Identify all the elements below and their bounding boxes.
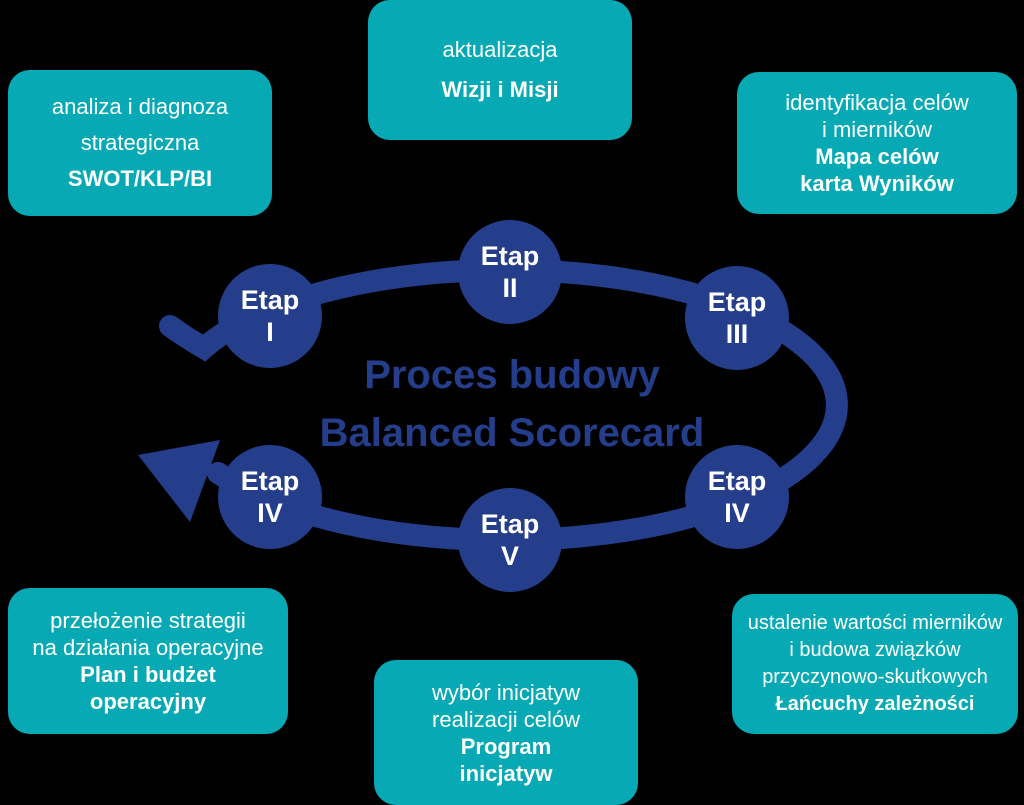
box-text-line: analiza i diagnoza xyxy=(51,94,229,119)
box-przelozenie-strategii: przełożenie strategii na działania opera… xyxy=(8,588,288,734)
diagram-title-line2: Balanced Scorecard xyxy=(319,411,705,455)
box-text-line: realizacji celów xyxy=(432,706,580,732)
stage-label: Etap xyxy=(480,241,540,271)
stage-numeral: IV xyxy=(257,498,283,528)
cycle-arrowhead xyxy=(138,440,220,522)
box-text-line: Wizji i Misji xyxy=(441,77,559,102)
stage-circle-etap-iv-right: Etap IV xyxy=(685,445,789,549)
box-text-line: przyczynowo-skutkowych xyxy=(762,666,988,688)
box-text-line: Mapa celów xyxy=(815,144,939,169)
stage-numeral: IV xyxy=(724,498,750,528)
stage-circle-etap-i: Etap I xyxy=(218,264,322,368)
box-text-line: Program xyxy=(460,733,552,759)
box-text-line: aktualizacja xyxy=(442,37,558,62)
stage-label: Etap xyxy=(240,466,300,496)
box-text-line: i mierników xyxy=(821,117,933,142)
stage-numeral: III xyxy=(725,319,749,349)
stage-label: Etap xyxy=(240,285,300,315)
box-text-line: strategiczna xyxy=(80,130,200,155)
box-text-line: Łańcuchy zależności xyxy=(775,693,975,715)
stage-numeral: II xyxy=(502,273,518,303)
box-text-line: Plan i budżet xyxy=(80,662,216,687)
box-text-line: wybór inicjatyw xyxy=(432,679,580,705)
stage-numeral: V xyxy=(500,541,519,571)
stage-circle-etap-iv-left: Etap IV xyxy=(218,445,322,549)
box-text-line: karta Wyników xyxy=(800,171,954,196)
box-text-line: identyfikacja celów xyxy=(785,90,969,115)
stage-label: Etap xyxy=(707,287,767,317)
stage-circle-etap-ii: Etap II xyxy=(458,220,562,324)
stage-circle-etap-iii: Etap III xyxy=(685,266,789,370)
box-text-line: inicjatyw xyxy=(459,760,553,786)
diagram-title: Proces budowy Balanced Scorecard xyxy=(282,346,742,462)
stage-label: Etap xyxy=(707,466,767,496)
stage-label: Etap xyxy=(480,509,540,539)
stage-circle-etap-v: Etap V xyxy=(458,488,562,592)
box-text-line: ustalenie wartości mierników xyxy=(747,612,1003,634)
box-wybor-inicjatyw: wybór inicjatyw realizacji celów Program… xyxy=(374,660,638,805)
box-text-line: i budowa związków xyxy=(789,639,961,661)
box-identyfikacja-celow: identyfikacja celów i mierników Mapa cel… xyxy=(737,72,1017,214)
box-text-line: przełożenie strategii xyxy=(50,608,246,633)
box-aktualizacja: aktualizacja Wizji i Misji xyxy=(368,0,632,140)
diagram-title-line1: Proces budowy xyxy=(364,353,660,397)
stage-numeral: I xyxy=(266,317,274,347)
box-text-line: operacyjny xyxy=(89,689,207,714)
box-ustalenie-miernikow: ustalenie wartości mierników i budowa zw… xyxy=(732,594,1018,734)
box-text-line: SWOT/KLP/BI xyxy=(67,166,213,191)
box-text-line: na działania operacyjne xyxy=(32,635,264,660)
box-analiza-diagnoza: analiza i diagnoza strategiczna SWOT/KLP… xyxy=(8,70,272,216)
